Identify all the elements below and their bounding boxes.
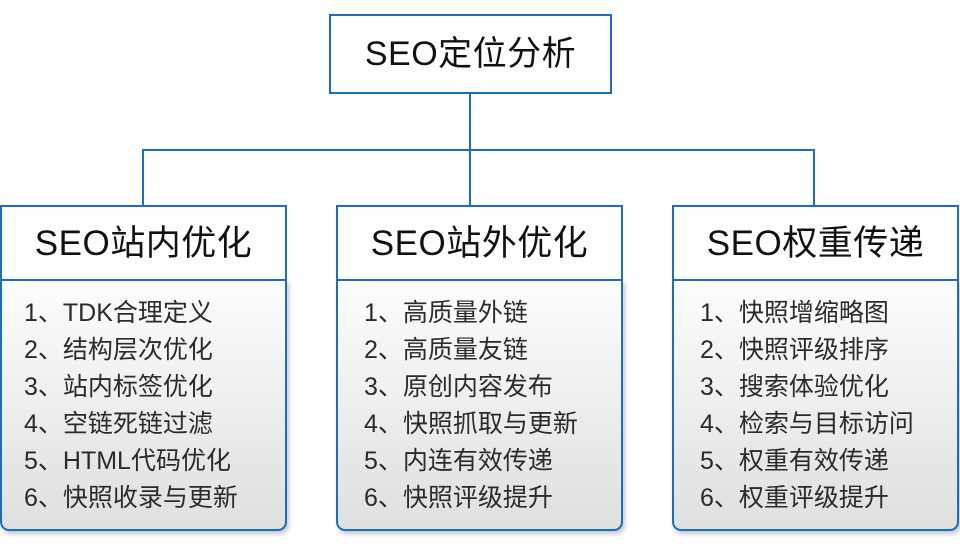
branch-column-onsite: SEO站内优化 1、TDK合理定义 2、结构层次优化 3、站内标签优化 4、空链… [0,205,287,531]
list-item: 3、搜索体验优化 [700,373,889,401]
list-item: 6、快照评级提升 [364,484,553,512]
connector-root-stem [469,93,471,150]
branch-body-onsite: 1、TDK合理定义 2、结构层次优化 3、站内标签优化 4、空链死链过滤 5、H… [0,279,287,531]
branch-header-title: SEO权重传递 [706,223,925,263]
list-item: 2、结构层次优化 [24,336,213,364]
root-node-seo-positioning[interactable]: SEO定位分析 [329,14,612,94]
list-item: 2、快照评级排序 [700,336,889,364]
branch-header-title: SEO站内优化 [34,223,253,263]
list-item: 1、高质量外链 [364,299,528,327]
list-item: 6、权重评级提升 [700,484,889,512]
branch-header-title: SEO站外优化 [370,223,589,263]
branch-item-list-onsite: 1、TDK合理定义 2、结构层次优化 3、站内标签优化 4、空链死链过滤 5、H… [2,295,285,517]
list-item: 1、TDK合理定义 [24,299,213,327]
root-node-title: SEO定位分析 [364,35,577,73]
list-item: 4、快照抓取与更新 [364,410,578,438]
list-item: 4、检索与目标访问 [700,410,914,438]
list-item: 5、权重有效传递 [700,447,889,475]
branch-item-list-offsite: 1、高质量外链 2、高质量友链 3、原创内容发布 4、快照抓取与更新 5、内连有… [338,295,621,517]
connector-branch-2-stem [469,149,471,206]
branch-header-onsite[interactable]: SEO站内优化 [0,205,287,281]
branch-item-list-weight-transfer: 1、快照增缩略图 2、快照评级排序 3、搜索体验优化 4、检索与目标访问 5、权… [674,295,957,517]
connector-horizontal-bus [142,149,815,151]
branch-header-offsite[interactable]: SEO站外优化 [336,205,623,281]
list-item: 3、原创内容发布 [364,373,553,401]
branch-header-weight-transfer[interactable]: SEO权重传递 [672,205,959,281]
list-item: 5、内连有效传递 [364,447,553,475]
branch-body-offsite: 1、高质量外链 2、高质量友链 3、原创内容发布 4、快照抓取与更新 5、内连有… [336,279,623,531]
connector-branch-1-stem [142,149,144,206]
branch-column-offsite: SEO站外优化 1、高质量外链 2、高质量友链 3、原创内容发布 4、快照抓取与… [336,205,623,531]
branch-body-weight-transfer: 1、快照增缩略图 2、快照评级排序 3、搜索体验优化 4、检索与目标访问 5、权… [672,279,959,531]
branch-column-weight-transfer: SEO权重传递 1、快照增缩略图 2、快照评级排序 3、搜索体验优化 4、检索与… [672,205,959,531]
list-item: 2、高质量友链 [364,336,528,364]
list-item: 4、空链死链过滤 [24,410,213,438]
list-item: 5、HTML代码优化 [24,447,231,475]
list-item: 1、快照增缩略图 [700,299,889,327]
list-item: 3、站内标签优化 [24,373,213,401]
list-item: 6、快照收录与更新 [24,484,238,512]
connector-branch-3-stem [813,149,815,206]
